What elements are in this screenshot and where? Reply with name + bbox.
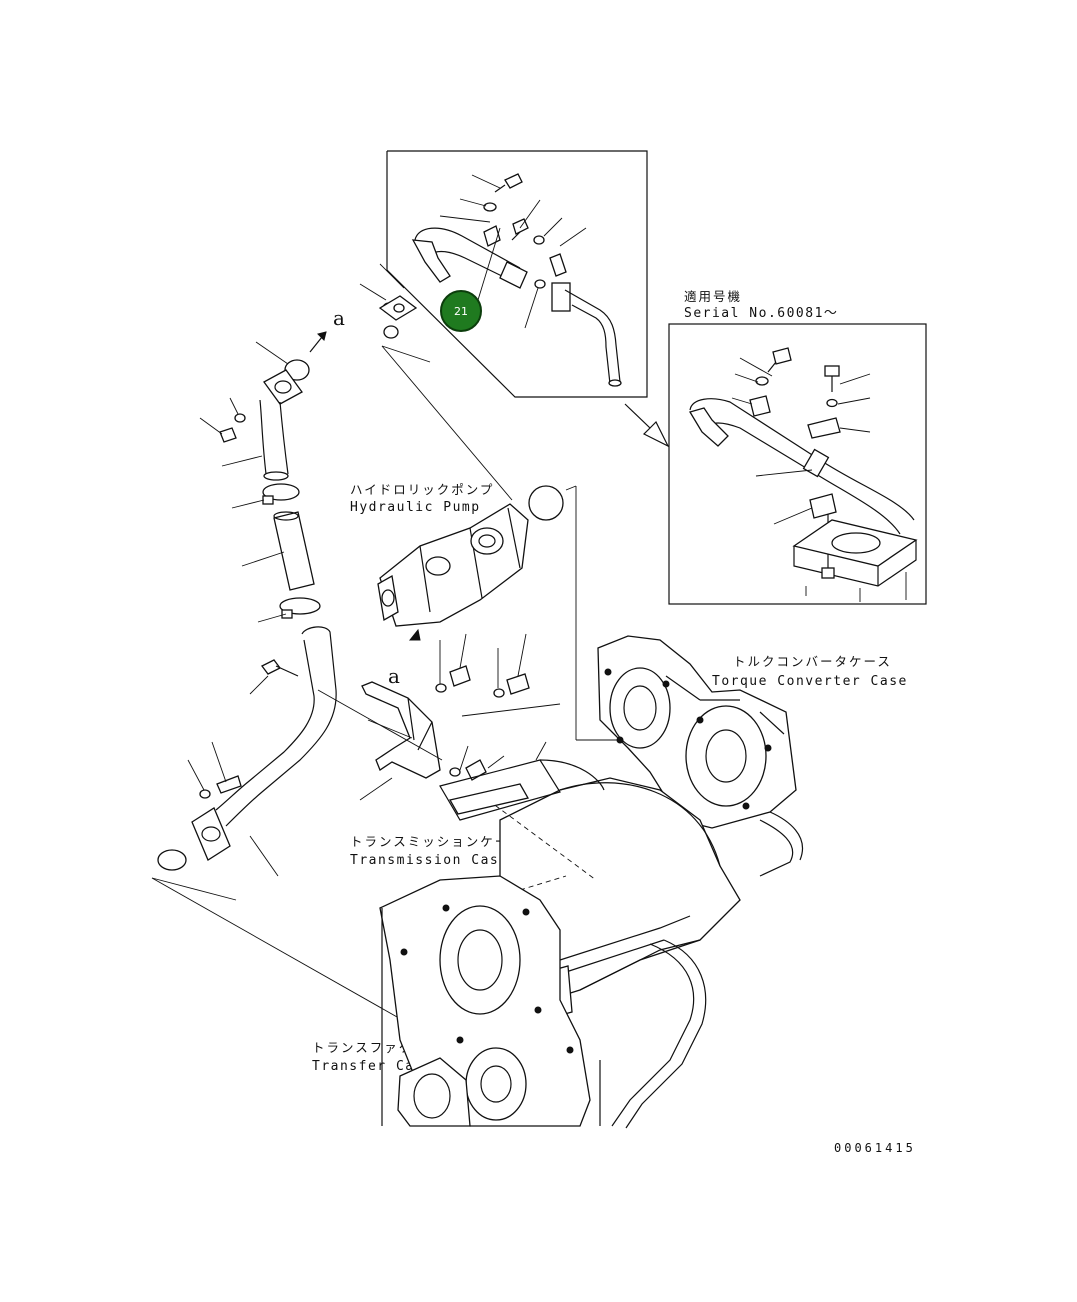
callout-badge-21[interactable]: 21 bbox=[440, 290, 482, 332]
badge-number: 21 bbox=[454, 305, 468, 318]
suction-piping: a bbox=[151, 263, 513, 1031]
ref-mark-a-top: a bbox=[333, 306, 345, 330]
torque-converter-case: トルクコンバータケース Torque Converter Case bbox=[597, 635, 908, 829]
hydraulic-pump: ハイドロリックポンプ Hydraulic Pump a bbox=[350, 482, 620, 741]
detail-inset-right: 適用号機 Serial No.60081～ bbox=[624, 289, 927, 605]
pump-bracket bbox=[317, 633, 561, 801]
serial-label-jp: 適用号機 bbox=[684, 289, 742, 304]
transfer-case: トランスファケース Transfer Case bbox=[312, 875, 601, 1127]
detail-inset-top bbox=[386, 150, 648, 398]
serial-label-en: Serial No.60081～ bbox=[684, 306, 838, 321]
transfer-label-en: Transfer Case bbox=[312, 1059, 433, 1074]
torque-converter-label-en: Torque Converter Case bbox=[712, 674, 908, 689]
ref-mark-a-mid: a bbox=[388, 664, 400, 688]
hydraulic-pump-label-jp: ハイドロリックポンプ bbox=[350, 482, 494, 497]
transmission-label-en: Transmission Case bbox=[350, 853, 509, 868]
document-number: 00061415 bbox=[834, 1141, 916, 1155]
torque-converter-label-jp: トルクコンバータケース bbox=[733, 654, 892, 669]
transmission-label-jp: トランスミッションケース bbox=[350, 834, 523, 849]
hydraulic-pump-label-en: Hydraulic Pump bbox=[350, 500, 481, 515]
